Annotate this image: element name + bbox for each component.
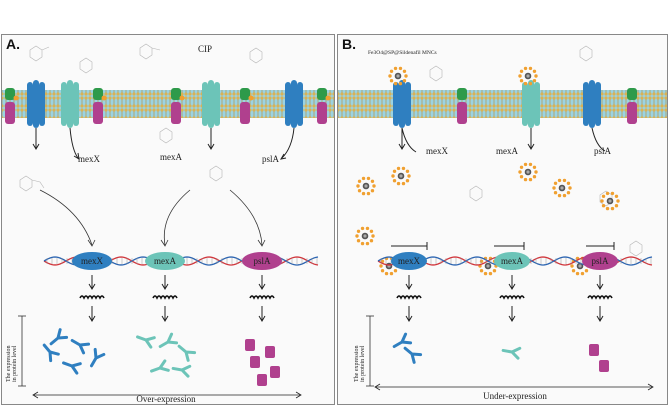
- mrna-squiggle: [152, 295, 178, 300]
- efflux-pump-mexx-b: [393, 80, 411, 128]
- protein-y: [177, 344, 197, 362]
- nanoparticle-cluster: [391, 166, 411, 186]
- pump-label-mexa-b: mexA: [496, 146, 518, 156]
- gene-psla-a: pslA: [242, 252, 282, 270]
- gene-mexa-b: mexA: [494, 252, 530, 270]
- mrna-squiggle: [396, 295, 422, 300]
- panel-a-letter: A.: [6, 36, 20, 52]
- efflux-arrows-b: [398, 127, 606, 153]
- protein-y: [49, 328, 69, 346]
- gene-label-psla-a: pslA: [253, 256, 271, 266]
- axis-label-b-line1: The expression: [354, 346, 360, 383]
- protein-block: [589, 344, 599, 356]
- efflux-pump-mexa-b: [522, 80, 540, 128]
- efflux-arrows-a: [32, 127, 295, 160]
- gene-mexx-b: mexX: [391, 252, 427, 270]
- pump-label-mexa-a: mexA: [160, 152, 182, 162]
- gene-label-mexx-b: mexX: [398, 256, 420, 266]
- mrna-squiggle: [249, 295, 275, 300]
- repression-lines: [391, 242, 615, 250]
- protein-y: [62, 361, 82, 375]
- expression-arrows: [88, 275, 604, 322]
- protein-y: [136, 335, 156, 349]
- nanoparticle-cluster: [518, 162, 538, 182]
- nanoparticle-cluster: [478, 256, 498, 276]
- protein-y: [70, 339, 91, 355]
- footer-label-b: Under-expression: [483, 391, 547, 401]
- protein-y: [403, 346, 423, 364]
- gene-label-mexa-a: mexA: [154, 256, 176, 266]
- pump-label-mexx-a: mexX: [78, 154, 100, 164]
- axis-label-b-line2: in protein level: [360, 345, 366, 382]
- axis-label-a-line1: The expression: [6, 346, 12, 383]
- nanoparticle-cluster: [355, 226, 375, 246]
- footer-label-a: Over-expression: [136, 394, 196, 404]
- pump-label-mexx-b: mexX: [426, 146, 448, 156]
- mrna-squiggle: [587, 295, 613, 300]
- membrane-channels-a: [5, 88, 331, 124]
- drug-molecules: [19, 43, 643, 257]
- protein-block: [270, 366, 280, 378]
- protein-block: [245, 339, 255, 351]
- nanoparticle-cluster: [356, 176, 376, 196]
- efflux-pump-mexx-a: [27, 80, 45, 128]
- drug-label: CIP: [198, 44, 212, 54]
- gene-mexa-a: mexA: [145, 252, 185, 270]
- protein-block: [257, 374, 267, 386]
- expression-axis-a: [18, 315, 26, 387]
- panel-b-letter: B.: [342, 36, 356, 52]
- protein-y: [158, 332, 179, 348]
- efflux-pump-mexa-a-2: [202, 80, 220, 128]
- protein-block: [265, 346, 275, 358]
- protein-y: [392, 332, 413, 348]
- nanoparticles: [355, 66, 620, 276]
- efflux-pump-psla-b: [583, 80, 601, 128]
- pump-label-psla-b: pslA: [594, 146, 612, 156]
- protein-block: [250, 356, 260, 368]
- protein-y: [501, 346, 522, 360]
- mrna-transcripts: [79, 295, 613, 300]
- gene-label-mexx-a: mexX: [81, 256, 103, 266]
- nanoparticle-cluster: [388, 66, 408, 86]
- efflux-pump-mexa-a-1: [61, 80, 79, 128]
- gene-label-mexa-b: mexA: [501, 256, 523, 266]
- axis-label-a-line2: in protein level: [12, 345, 18, 382]
- expression-axis-b: [366, 315, 374, 387]
- protein-y: [42, 343, 60, 363]
- nanoparticle-cluster: [552, 178, 572, 198]
- protein-products: [42, 328, 609, 386]
- protein-block: [599, 360, 609, 372]
- nanoparticle-cluster: [518, 66, 538, 86]
- signal-arrows-a: [39, 189, 266, 247]
- protein-y: [150, 359, 170, 373]
- gene-mexx-a: mexX: [72, 252, 112, 270]
- pump-label-psla-a: pslA: [262, 154, 280, 164]
- protein-y: [90, 347, 106, 368]
- membrane-b: [338, 90, 667, 118]
- membrane-a: [2, 90, 334, 118]
- nanoparticle-cluster: [600, 191, 620, 211]
- nanocarrier-label: Fe3O4@SP@Sildenafil MNCs: [368, 49, 437, 56]
- protein-y: [171, 364, 192, 378]
- efflux-pump-psla-a: [285, 80, 303, 128]
- gene-label-psla-b: pslA: [591, 256, 609, 266]
- footer-arrow-b: [374, 383, 654, 391]
- membrane-channels-b: [457, 88, 637, 124]
- footer-arrow-a: [32, 391, 302, 399]
- mrna-squiggle: [499, 295, 525, 300]
- gene-psla-b: pslA: [582, 252, 618, 270]
- mrna-squiggle: [79, 295, 105, 300]
